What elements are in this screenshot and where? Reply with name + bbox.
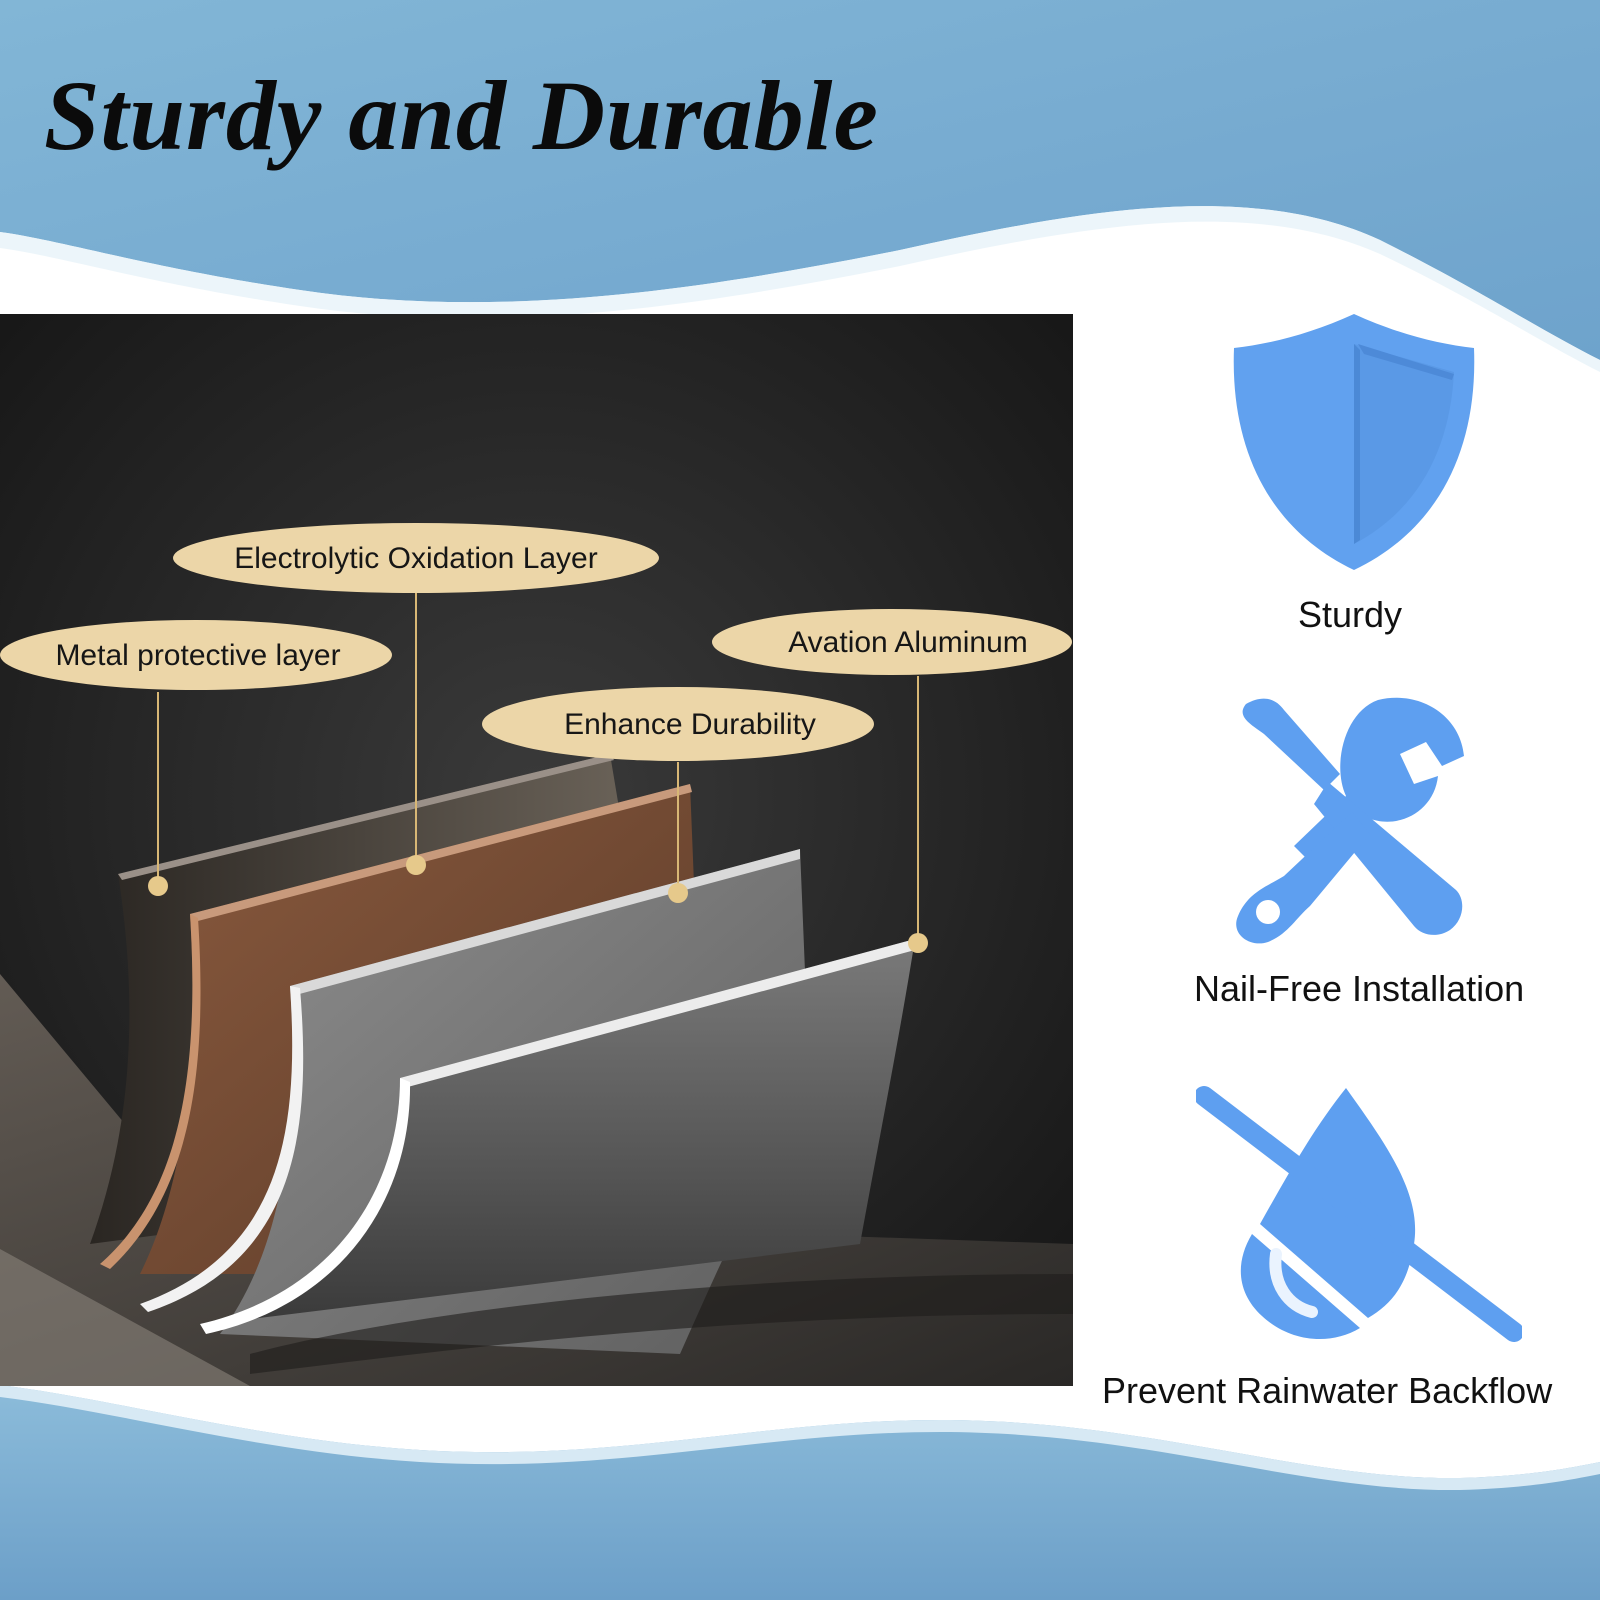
svg-text:Metal protective layer: Metal protective layer <box>55 639 340 672</box>
callout-dot <box>908 933 928 953</box>
callout-dot <box>406 855 426 875</box>
feature-label-sturdy: Sturdy <box>1298 594 1403 635</box>
no-water-drop-icon <box>1196 1086 1522 1342</box>
sheet-aviation-aluminum <box>210 939 915 1324</box>
svg-text:Avation Aluminum: Avation Aluminum <box>788 626 1028 659</box>
feature-label-prevent-rainwater-backflow: Prevent Rainwater Backflow <box>1102 1370 1553 1411</box>
tools-icon <box>1236 697 1464 944</box>
callout-metal-protective-layer: Metal protective layer <box>0 620 392 690</box>
callout-avation-aluminum: Avation Aluminum <box>712 609 1072 675</box>
shield-icon <box>1233 314 1475 570</box>
callout-enhance-durability: Enhance Durability <box>482 687 874 761</box>
page-title: Sturdy and Durable <box>44 60 879 171</box>
svg-text:Enhance Durability: Enhance Durability <box>564 708 816 741</box>
svg-text:Electrolytic Oxidation Layer: Electrolytic Oxidation Layer <box>234 542 598 575</box>
callout-dot <box>148 876 168 896</box>
layer-diagram: Electrolytic Oxidation Layer Metal prote… <box>0 314 1073 1386</box>
feature-label-nail-free-installation: Nail-Free Installation <box>1194 968 1525 1009</box>
callout-electrolytic-oxidation-layer: Electrolytic Oxidation Layer <box>173 523 659 593</box>
callout-dot <box>668 883 688 903</box>
